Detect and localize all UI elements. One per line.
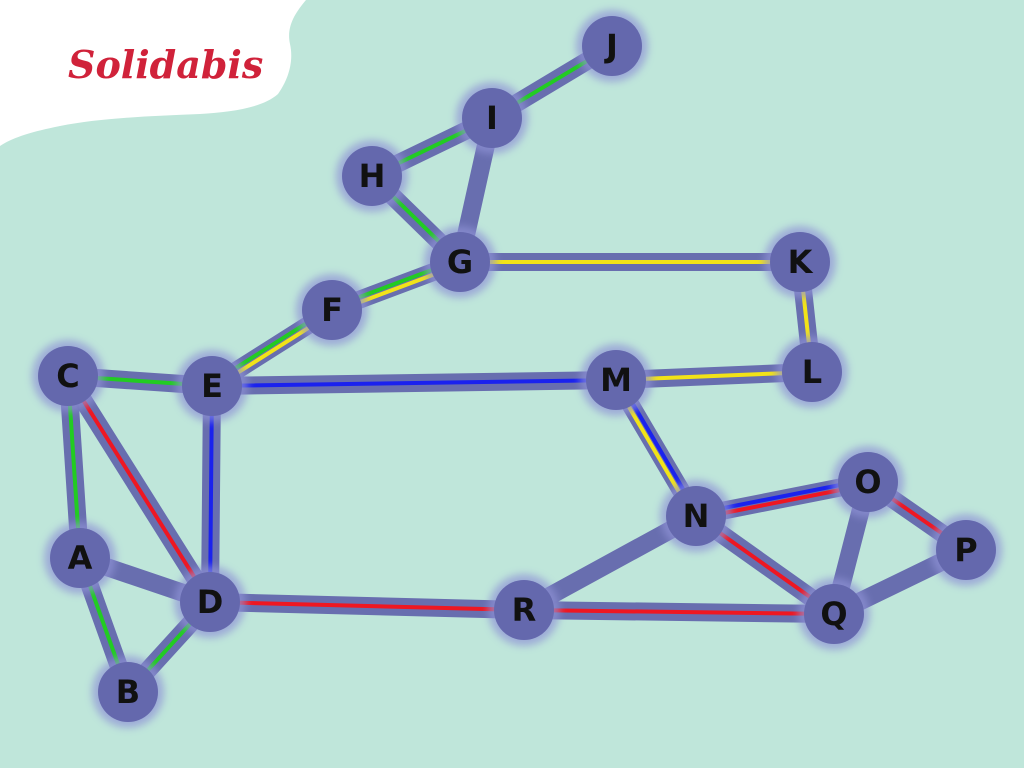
edge-g-h-green-stripe bbox=[391, 194, 441, 244]
node-label: C bbox=[56, 357, 79, 395]
node-label: B bbox=[116, 673, 140, 711]
edge-e-d-blue-stripe bbox=[208, 413, 214, 575]
edge-n-q-red-stripe bbox=[718, 531, 812, 599]
node-circle bbox=[838, 452, 898, 512]
node-c[interactable]: C bbox=[32, 340, 104, 412]
edge-c-d-red-stripe bbox=[81, 399, 197, 579]
node-label: K bbox=[788, 243, 814, 281]
node-circle bbox=[50, 528, 110, 588]
nodes-layer: A B C D E F G H I J K L M N O P Q R bbox=[32, 10, 1002, 728]
node-circle bbox=[182, 356, 242, 416]
node-m[interactable]: M bbox=[580, 344, 652, 416]
edge-c-a-green-stripe bbox=[67, 403, 81, 531]
edge-e-f-yellow-stripe bbox=[236, 326, 310, 375]
edge-d-r-red-stripe bbox=[237, 600, 497, 612]
node-label: O bbox=[854, 463, 881, 501]
node-label: F bbox=[321, 291, 343, 329]
node-circle bbox=[936, 520, 996, 580]
node-d[interactable]: D bbox=[174, 566, 246, 638]
node-circle bbox=[38, 346, 98, 406]
edge-k-l-yellow-stripe bbox=[801, 289, 811, 345]
solidabis-logo: Solidabis bbox=[68, 42, 263, 87]
node-label: J bbox=[604, 27, 618, 65]
node-label: P bbox=[954, 531, 977, 569]
edge-b-d-green-stripe bbox=[146, 622, 192, 672]
node-label: G bbox=[447, 243, 473, 281]
node-circle bbox=[782, 342, 842, 402]
node-label: A bbox=[68, 539, 93, 577]
node-label: R bbox=[512, 591, 537, 629]
edges-color-layer bbox=[67, 59, 944, 672]
edge-f-g-green-stripe bbox=[357, 268, 434, 300]
edge-f-g-yellow-stripe bbox=[358, 272, 435, 304]
edge-h-i-green-stripe bbox=[397, 129, 467, 165]
node-g[interactable]: G bbox=[424, 226, 496, 298]
edge-e-f-green-stripe bbox=[234, 321, 308, 370]
edge-r-q-red-stripe bbox=[551, 608, 807, 616]
node-label: H bbox=[359, 157, 386, 195]
node-a[interactable]: A bbox=[44, 522, 116, 594]
node-label: L bbox=[802, 353, 822, 391]
paper-corner bbox=[0, 0, 306, 146]
edge-c-e-green-stripe bbox=[95, 376, 185, 386]
edge-n-o-blue-stripe bbox=[722, 483, 841, 510]
edge-l-m-yellow-stripe bbox=[643, 371, 785, 381]
edge-o-p-red-stripe bbox=[890, 497, 944, 535]
node-circle bbox=[98, 662, 158, 722]
node-o[interactable]: O bbox=[832, 446, 904, 518]
node-f[interactable]: F bbox=[296, 274, 368, 346]
node-r[interactable]: R bbox=[488, 574, 560, 646]
node-e[interactable]: E bbox=[176, 350, 248, 422]
node-circle bbox=[430, 232, 490, 292]
node-n[interactable]: N bbox=[660, 480, 732, 552]
node-circle bbox=[462, 88, 522, 148]
node-circle bbox=[180, 572, 240, 632]
node-label: M bbox=[600, 361, 632, 399]
node-circle bbox=[770, 232, 830, 292]
node-circle bbox=[586, 350, 646, 410]
node-label: E bbox=[201, 367, 223, 405]
node-circle bbox=[342, 146, 402, 206]
node-p[interactable]: P bbox=[930, 514, 1002, 586]
node-label: D bbox=[197, 583, 224, 621]
edge-a-b-green-stripe bbox=[88, 584, 120, 666]
node-circle bbox=[302, 280, 362, 340]
edge-n-o-red-stripe bbox=[723, 488, 842, 515]
node-h[interactable]: H bbox=[336, 140, 408, 212]
node-circle bbox=[666, 486, 726, 546]
edge-m-n-yellow-stripe bbox=[627, 405, 681, 494]
node-l[interactable]: L bbox=[776, 336, 848, 408]
node-k[interactable]: K bbox=[764, 226, 836, 298]
node-label: Q bbox=[820, 595, 847, 633]
node-j[interactable]: J bbox=[576, 10, 648, 82]
node-i[interactable]: I bbox=[456, 82, 528, 154]
edge-m-n-blue-stripe bbox=[631, 402, 685, 491]
node-circle bbox=[582, 16, 642, 76]
edge-i-j-green-stripe bbox=[515, 59, 589, 105]
node-b[interactable]: B bbox=[92, 656, 164, 728]
node-label: N bbox=[683, 497, 710, 535]
logo-text: Solidabis bbox=[68, 42, 263, 87]
node-q[interactable]: Q bbox=[798, 578, 870, 650]
edge-e-m-blue-stripe bbox=[239, 378, 589, 388]
node-circle bbox=[494, 580, 554, 640]
node-label: I bbox=[486, 99, 498, 137]
node-circle bbox=[804, 584, 864, 644]
